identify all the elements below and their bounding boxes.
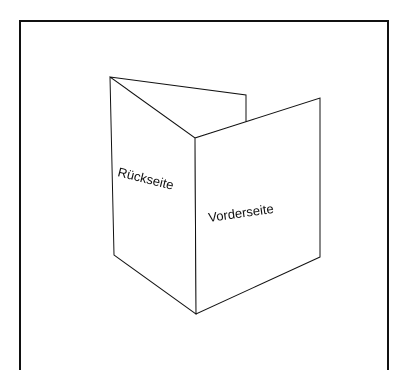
folded-leaflet-diagram: Rückseite Vorderseite	[0, 0, 402, 382]
